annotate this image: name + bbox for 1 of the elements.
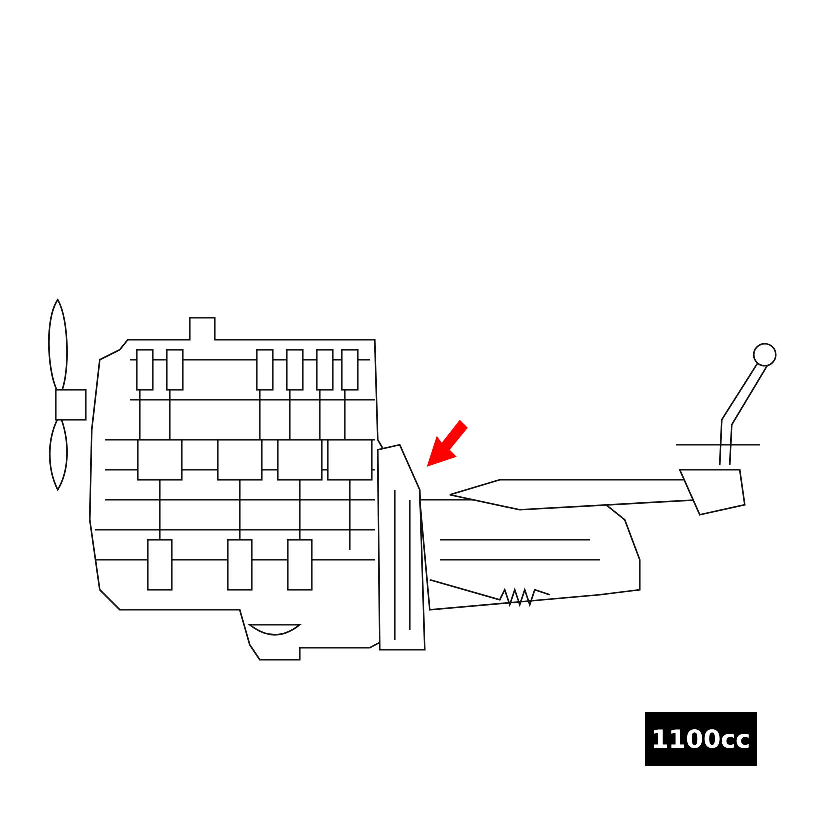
displacement-label: 1100cc: [645, 712, 757, 766]
